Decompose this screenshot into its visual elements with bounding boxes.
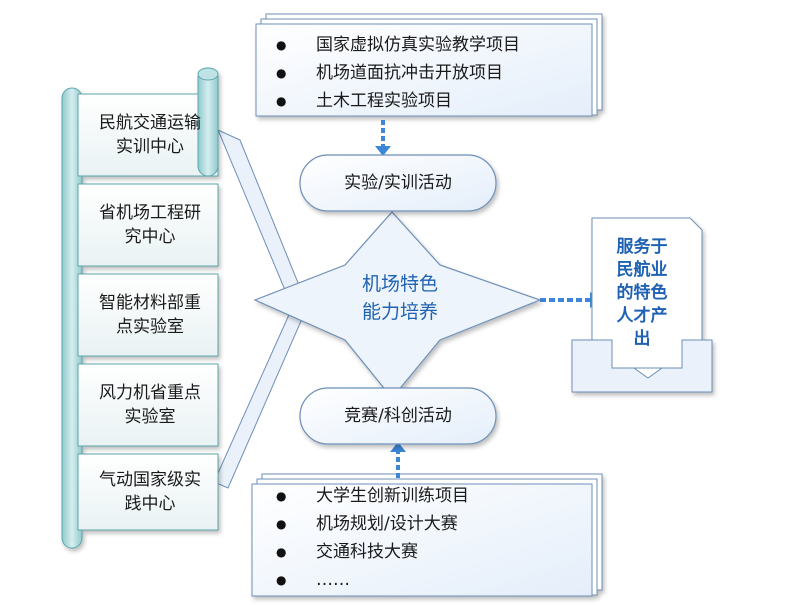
center-wind-turbine: 风力机省重点 实验室 xyxy=(80,381,220,429)
center-minhang-transport: 民航交通运输 实训中心 xyxy=(80,111,220,159)
center-smart-materials: 智能材料部重 点实验室 xyxy=(80,291,220,339)
scroll-segment-3 xyxy=(77,273,219,357)
center-label-line1: 风力机省重点 xyxy=(99,383,201,403)
arrowhead-down xyxy=(375,146,391,156)
top-activity-pill xyxy=(299,154,497,212)
list-item: 机场规划/设计大赛 xyxy=(272,510,469,538)
list-item: 大学生创新训练项目 xyxy=(272,482,469,510)
center-airport-engineering: 省机场工程研 究中心 xyxy=(80,201,220,249)
research-centers-scroll xyxy=(61,67,219,549)
core-label: 机场特色 能力培养 xyxy=(320,270,480,326)
output-label-line: 人才产 xyxy=(616,306,668,326)
scroll-segment-1 xyxy=(77,93,219,177)
list-item: 土木工程实验项目 xyxy=(272,87,520,115)
core-label-line2: 能力培养 xyxy=(361,301,438,323)
output-label-line: 服务于 xyxy=(616,237,668,257)
scroll-segment-2 xyxy=(77,183,219,267)
list-item: 机场道面抗冲击开放项目 xyxy=(272,59,520,87)
output-label-line: 民航业 xyxy=(616,260,668,280)
output-label: 服务于 民航业 的特色 人才产 出 xyxy=(604,236,680,351)
list-item: 交通科技大赛 xyxy=(272,538,469,566)
connector-band-upper xyxy=(217,129,306,303)
output-inbox xyxy=(571,217,713,393)
center-label-line1: 省机场工程研 xyxy=(99,203,201,223)
center-label-line1: 民航交通运输 xyxy=(99,113,201,133)
center-label-line1: 智能材料部重 xyxy=(99,293,201,313)
list-item: …… xyxy=(272,566,469,594)
top-projects-list: 国家虚拟仿真实验教学项目 机场道面抗冲击开放项目 土木工程实验项目 xyxy=(272,31,520,115)
center-label-line2: 践中心 xyxy=(124,494,176,514)
arrowhead-up xyxy=(390,442,406,452)
list-item: 国家虚拟仿真实验教学项目 xyxy=(272,31,520,59)
bottom-activity-pill xyxy=(299,387,497,445)
output-label-line: 的特色 xyxy=(616,283,668,303)
top-activity-label: 实验/实训活动 xyxy=(344,173,452,193)
bottom-activity-label: 竞赛/科创活动 xyxy=(344,406,452,426)
center-label-line2: 实验室 xyxy=(124,407,176,427)
output-label-line: 出 xyxy=(633,329,651,349)
center-label-line2: 究中心 xyxy=(124,227,176,247)
scroll-roll-cap xyxy=(197,67,219,81)
center-aerodynamics: 气动国家级实 践中心 xyxy=(80,468,220,516)
center-label-line2: 实训中心 xyxy=(116,137,184,157)
scroll-segment-5 xyxy=(77,453,219,531)
bottom-projects-list: 大学生创新训练项目 机场规划/设计大赛 交通科技大赛 …… xyxy=(272,482,469,594)
center-label-line1: 气动国家级实 xyxy=(99,470,201,490)
core-label-line1: 机场特色 xyxy=(361,273,438,295)
scroll-segment-4 xyxy=(77,363,219,447)
connector-band-lower xyxy=(213,307,306,489)
center-label-line2: 点实验室 xyxy=(116,317,184,337)
